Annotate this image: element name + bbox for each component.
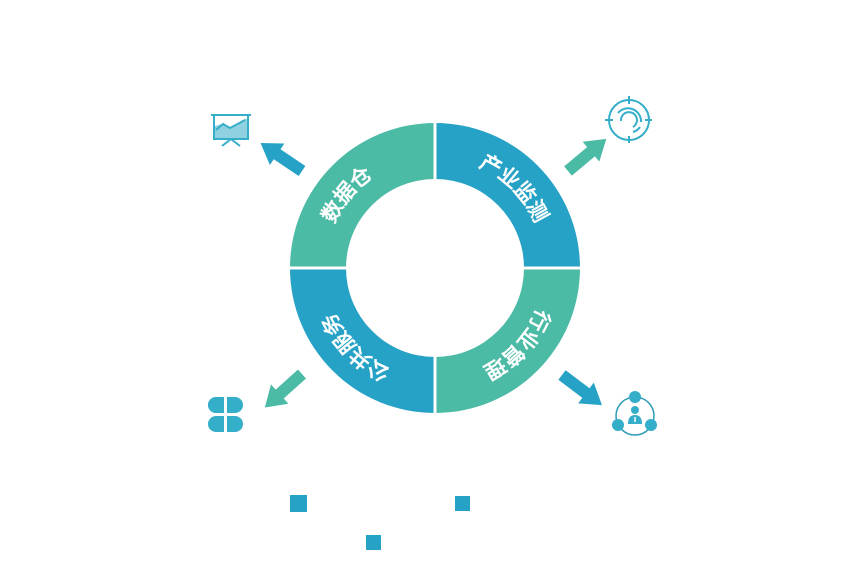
arrow-top-right	[564, 138, 607, 176]
segment-public-service	[290, 268, 435, 413]
clover-icon	[208, 397, 243, 432]
arrow-bottom-right	[558, 370, 602, 406]
presentation-chart-icon	[211, 114, 251, 147]
legend-square	[366, 535, 381, 550]
segment-dividers	[287, 120, 583, 416]
legend-square	[290, 495, 307, 512]
segment-industry-monitoring	[435, 123, 580, 268]
arrow-bottom-left	[264, 369, 307, 408]
people-network-icon	[612, 391, 657, 436]
arrow-top-left	[260, 143, 306, 176]
legend-square	[455, 496, 470, 511]
segment-data-warehouse	[290, 123, 435, 268]
segment-industry-management	[435, 268, 580, 413]
target-icon	[605, 96, 652, 143]
